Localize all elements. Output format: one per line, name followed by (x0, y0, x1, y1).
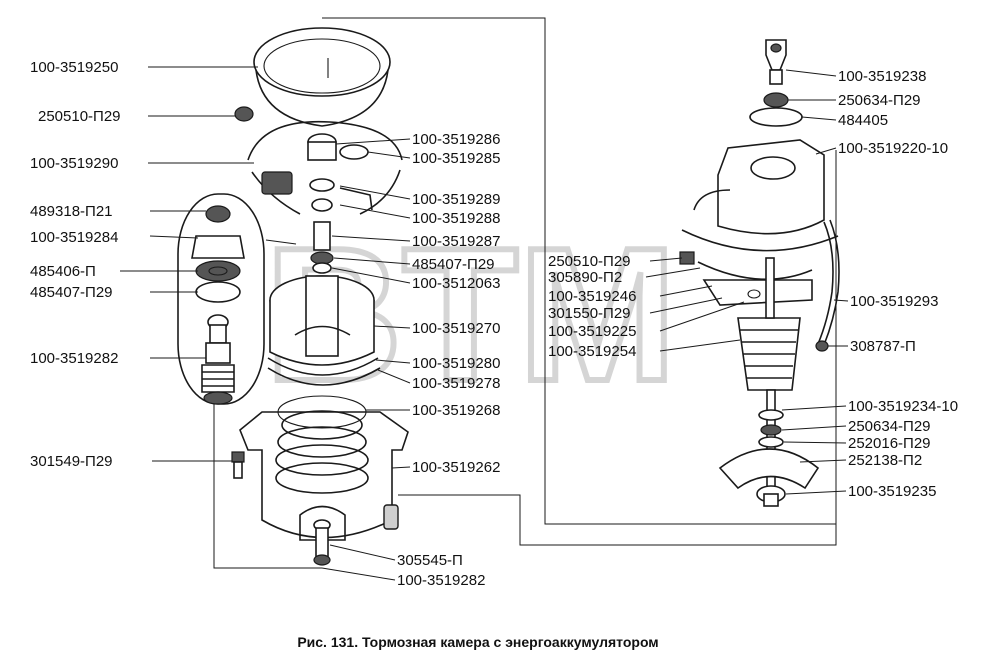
label-485407-p29-left: 485407-П29 (30, 284, 113, 301)
label-308787-p: 308787-П (850, 338, 916, 355)
label-305890-p2: 305890-П2 (548, 269, 622, 286)
label-100-3519270: 100-3519270 (412, 320, 500, 337)
label-100-3512063: 100-3512063 (412, 275, 500, 292)
label-100-3519250: 100-3519250 (30, 59, 118, 76)
label-100-3519262: 100-3519262 (412, 459, 500, 476)
label-100-3519289: 100-3519289 (412, 191, 500, 208)
label-100-3519235: 100-3519235 (848, 483, 936, 500)
label-484405: 484405 (838, 112, 888, 129)
label-485406-p: 485406-П (30, 263, 96, 280)
label-100-3519238: 100-3519238 (838, 68, 926, 85)
label-301549-p29: 301549-П29 (30, 453, 113, 470)
label-100-3519246: 100-3519246 (548, 288, 636, 305)
label-100-3519288: 100-3519288 (412, 210, 500, 227)
label-100-3519254: 100-3519254 (548, 343, 636, 360)
part-labels-right: 100-3519238 250634-П29 484405 100-351922… (548, 68, 958, 500)
label-250510-p29-left: 250510-П29 (38, 108, 121, 125)
label-100-3519282-bottom: 100-3519282 (397, 572, 485, 589)
label-252138-p2: 252138-П2 (848, 452, 922, 469)
label-305545-p: 305545-П (397, 552, 463, 569)
label-100-3519225: 100-3519225 (548, 323, 636, 340)
label-100-3519286: 100-3519286 (412, 131, 500, 148)
label-485407-p29-center: 485407-П29 (412, 256, 495, 273)
part-labels-left: 100-3519250 250510-П29 100-3519290 48931… (30, 59, 500, 589)
label-100-3519287: 100-3519287 (412, 233, 500, 250)
label-100-3519280: 100-3519280 (412, 355, 500, 372)
connector-frame (322, 17, 837, 525)
label-100-3519285: 100-3519285 (412, 150, 500, 167)
label-250510-p29-right: 250510-П29 (548, 253, 631, 270)
leader-lines (120, 66, 849, 581)
label-301550-p29: 301550-П29 (548, 305, 631, 322)
label-100-3519282-left: 100-3519282 (30, 350, 118, 367)
label-250634-p29-bottom: 250634-П29 (848, 418, 931, 435)
label-100-3519220-10: 100-3519220-10 (838, 140, 948, 157)
left-assembly-drawing (177, 27, 409, 569)
label-252016-p29: 252016-П29 (848, 435, 931, 452)
label-100-3519234-10: 100-3519234-10 (848, 398, 958, 415)
label-100-3519278: 100-3519278 (412, 375, 500, 392)
label-100-3519268: 100-3519268 (412, 402, 500, 419)
label-250634-p29-top: 250634-П29 (838, 92, 921, 109)
label-489318-p21: 489318-П21 (30, 203, 113, 220)
figure-caption: Рис. 131. Тормозная камера с энергоаккум… (297, 634, 658, 650)
label-100-3519293: 100-3519293 (850, 293, 938, 310)
right-assembly-drawing (679, 39, 840, 507)
label-100-3519284: 100-3519284 (30, 229, 118, 246)
label-100-3519290: 100-3519290 (30, 155, 118, 172)
